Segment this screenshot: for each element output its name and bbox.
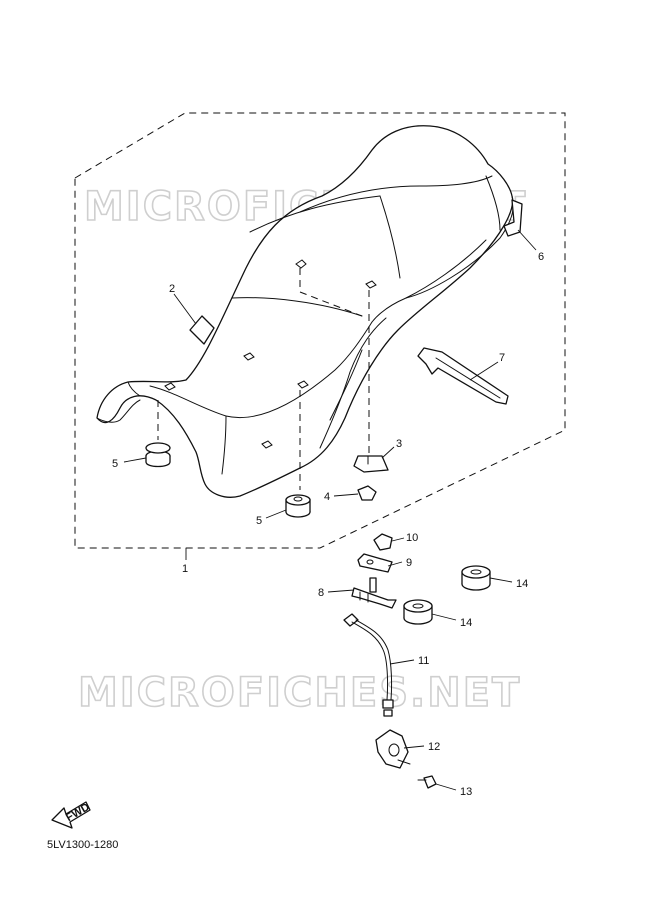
- callout-9: 9: [406, 557, 412, 569]
- part-14-damper-upper[interactable]: [461, 565, 513, 591]
- part-14-damper-lower[interactable]: [403, 599, 457, 625]
- callout-1: 1: [182, 563, 188, 575]
- diagram-code: 5LV1300-1280: [47, 839, 118, 851]
- watermark-bottom: MICROFICHES.NET: [78, 670, 521, 716]
- callout-14-upper: 14: [516, 578, 528, 590]
- callout-3: 3: [396, 438, 402, 450]
- callout-2: 2: [169, 283, 175, 295]
- callout-14-lower: 14: [460, 617, 472, 629]
- callout-5-rear: 5: [256, 515, 262, 527]
- callout-5-front: 5: [112, 458, 118, 470]
- part-3-bracket[interactable]: [353, 446, 395, 473]
- fwd-label: FWD: [64, 801, 92, 824]
- fwd-arrow-icon: FWD: [51, 801, 92, 829]
- seat-part[interactable]: [96, 125, 514, 498]
- part-2-plate[interactable]: [173, 293, 215, 345]
- part-5-damper-front[interactable]: [123, 442, 171, 468]
- part-13-screw[interactable]: [417, 775, 457, 791]
- callout-11: 11: [418, 655, 429, 667]
- part-8-lock-bracket[interactable]: [327, 587, 397, 609]
- callout-8: 8: [318, 587, 324, 599]
- part-11-cable[interactable]: [343, 613, 415, 717]
- callout-4: 4: [324, 491, 330, 503]
- callout-12: 12: [428, 741, 440, 753]
- callout-10: 10: [406, 532, 418, 544]
- callout-6: 6: [538, 251, 544, 263]
- part-10-nut[interactable]: [373, 533, 405, 551]
- callout-7: 7: [499, 352, 505, 364]
- callout-13: 13: [460, 786, 472, 798]
- part-12-lock[interactable]: [375, 729, 425, 769]
- part-5-damper-rear[interactable]: [265, 494, 311, 519]
- part-4-nut[interactable]: [333, 485, 377, 501]
- part-6-strap-end[interactable]: [503, 199, 537, 251]
- part-7-strap[interactable]: [417, 347, 509, 405]
- part-9-plate[interactable]: [357, 553, 403, 573]
